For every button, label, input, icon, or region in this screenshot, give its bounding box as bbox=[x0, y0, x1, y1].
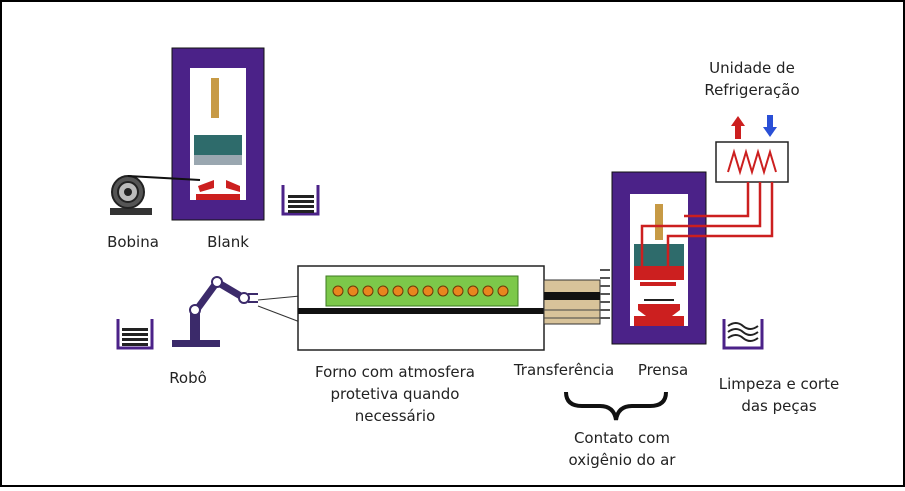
hot-outlet-arrow-icon bbox=[731, 116, 745, 139]
formed-parts-icon bbox=[722, 319, 764, 350]
prensa-label: Prensa bbox=[637, 361, 689, 379]
hot-forming-press bbox=[611, 171, 707, 345]
cold-inlet-arrow-icon bbox=[763, 115, 777, 137]
refrigeracao-label-line2: Refrigeração bbox=[704, 81, 800, 99]
furnace bbox=[297, 265, 545, 351]
limpeza-label-line1: Limpeza e corte bbox=[718, 375, 840, 393]
curly-brace-icon bbox=[564, 391, 668, 421]
blank-stack-icon bbox=[281, 185, 320, 216]
heating-coils bbox=[332, 285, 509, 297]
forno-label-line1: Forno com atmosfera bbox=[315, 363, 475, 381]
cooling-pipes bbox=[640, 182, 774, 268]
forno-label-line2: protetiva quando bbox=[330, 385, 460, 403]
refrigeration-unit bbox=[715, 115, 789, 183]
blanking-press bbox=[171, 47, 265, 221]
coil-icon bbox=[110, 175, 201, 215]
forno-label-line3: necessário bbox=[354, 407, 436, 425]
contato-label-line1: Contato com bbox=[573, 429, 671, 447]
robo-label: Robô bbox=[169, 369, 207, 387]
loading-conveyor bbox=[257, 295, 301, 323]
robot-arm-icon bbox=[172, 276, 258, 347]
bobina-label: Bobina bbox=[107, 233, 159, 251]
limpeza-label-line2: das peças bbox=[741, 397, 817, 415]
refrigeracao-label-line1: Unidade de bbox=[709, 59, 795, 77]
blank-stack-icon bbox=[116, 319, 154, 350]
contato-label-line2: oxigênio do ar bbox=[568, 451, 676, 469]
transfer-zone bbox=[543, 269, 610, 325]
blank-label: Blank bbox=[207, 233, 249, 251]
transferencia-label: Transferência bbox=[513, 361, 615, 379]
